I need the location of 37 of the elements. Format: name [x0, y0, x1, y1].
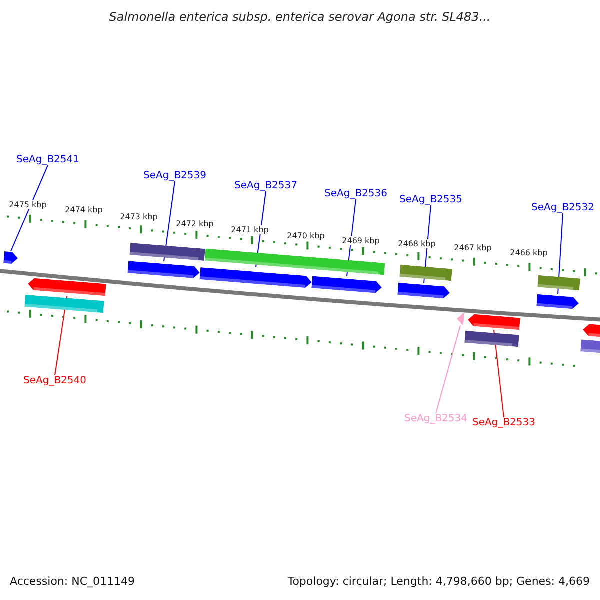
scale-label: 2467 kbp	[453, 244, 493, 252]
leader-line	[164, 181, 176, 262]
scale-label: 2466 kbp	[509, 248, 549, 258]
gene-label: SeAg_B2536	[324, 188, 388, 200]
scale-label: 2474 kbp	[64, 206, 104, 214]
map-title: Salmonella enterica subsp. enterica serovar Agona str. SL483...	[109, 10, 491, 24]
gene-feature	[28, 278, 106, 297]
gene-feature	[468, 314, 520, 330]
scale-label: 2469 kbp	[341, 236, 381, 246]
gene-feature	[200, 267, 312, 288]
scale-label: 2470 kbp	[286, 232, 326, 240]
leader-line	[54, 296, 68, 376]
gene-feature	[4, 251, 18, 264]
gene-label: SeAg_B2541	[16, 154, 80, 166]
scale-label: 2468 kbp	[397, 240, 437, 248]
leader-line	[436, 325, 461, 414]
footer-text: Accession: NC_011149	[10, 575, 136, 588]
footer-text: Topology: circular; Length: 4,798,660 bp; Genes: 4,669	[288, 575, 590, 588]
gene-feature	[456, 313, 464, 326]
gene-label: SeAg_B2537	[234, 180, 298, 192]
gene-label: SeAg_B2535	[400, 194, 462, 206]
gene-label: SeAg_B2534	[404, 414, 468, 424]
leader-line	[10, 165, 48, 252]
scale-label: 2471 kbp	[230, 226, 270, 234]
gene-feature	[312, 276, 382, 294]
scale-label: 2475 kbp	[8, 200, 48, 210]
gene-feature	[536, 294, 580, 310]
gene-label: SeAg_B2539	[144, 170, 206, 182]
gene-label: SeAg_B2532	[532, 202, 594, 214]
scale-label: 2473 kbp	[119, 212, 159, 222]
leader-line	[494, 330, 504, 418]
gene-label: SeAg_B2533	[472, 418, 536, 428]
scale-label: 2472 kbp	[175, 220, 215, 228]
gene-label: SeAg_B2540	[24, 376, 86, 386]
gene-feature	[128, 261, 200, 280]
gene-feature	[398, 283, 450, 300]
leader-line	[558, 213, 564, 296]
